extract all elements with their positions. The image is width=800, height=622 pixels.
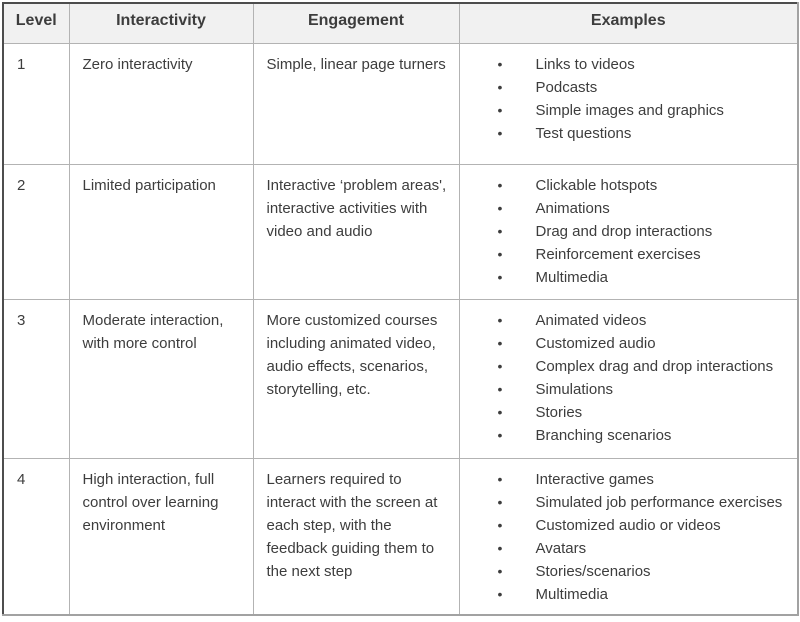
- level-cell: 1: [2, 42, 70, 165]
- table-row: 3 Moderate interaction, with more contro…: [2, 298, 799, 459]
- example-text: Complex drag and drop interactions: [535, 357, 774, 375]
- engagement-cell: More customized courses including animat…: [252, 298, 460, 459]
- engagement-cell: Simple, linear page turners: [252, 42, 460, 165]
- engagement-cell: Interactive ‘problem areas', interactive…: [252, 163, 460, 300]
- header-examples: Examples: [458, 2, 799, 44]
- example-text: Multimedia: [535, 585, 609, 603]
- header-row: Level Interactivity Engagement Examples: [2, 2, 799, 44]
- example-item: • Avatars: [498, 537, 790, 560]
- example-text: Customized audio: [535, 334, 656, 352]
- example-item: • Simple images and graphics: [498, 99, 790, 122]
- bullet-icon: •: [497, 357, 503, 374]
- example-text: Animations: [535, 199, 610, 217]
- bullet-icon: •: [497, 199, 503, 216]
- examples-cell: • Clickable hotspots • Animations • Drag an…: [458, 163, 799, 300]
- example-item: • Multimedia: [498, 583, 790, 606]
- example-text: Drag and drop interactions: [535, 222, 713, 240]
- bullet-icon: •: [497, 516, 503, 533]
- examples-list: • Interactive games • Simulated job perfor…: [472, 468, 790, 606]
- bullet-icon: •: [497, 245, 503, 262]
- level-cell: 3: [2, 298, 70, 459]
- bullet-icon: •: [497, 124, 503, 141]
- example-item: • Reinforcement exercises: [498, 243, 790, 266]
- example-item: • Simulated job performance exercises: [498, 491, 790, 514]
- examples-cell: • Links to videos • Podcasts • Simple image…: [458, 42, 799, 165]
- example-text: Customized audio or videos: [535, 516, 721, 534]
- interactivity-cell: Moderate interaction, with more control: [68, 298, 254, 459]
- engagement-cell: Learners required to interact with the s…: [252, 457, 460, 615]
- example-text: Stories: [535, 403, 583, 421]
- bullet-icon: •: [497, 403, 503, 420]
- example-item: • Customized audio: [498, 332, 790, 355]
- example-item: • Links to videos: [498, 53, 790, 76]
- example-text: Simple images and graphics: [535, 101, 724, 119]
- bullet-icon: •: [497, 493, 503, 510]
- bullet-icon: •: [497, 222, 503, 239]
- table-row: 2 Limited participation Interactive ‘pro…: [2, 163, 799, 300]
- example-item: • Drag and drop interactions: [498, 220, 790, 243]
- bullet-icon: •: [497, 380, 503, 397]
- example-text: Branching scenarios: [535, 426, 672, 444]
- bullet-icon: •: [497, 539, 503, 556]
- interactivity-cell: Zero interactivity: [68, 42, 254, 165]
- examples-list: • Animated videos • Customized audio • Comp…: [472, 309, 790, 447]
- example-item: • Simulations: [498, 378, 790, 401]
- table-row: 4 High interaction, full control over le…: [2, 457, 799, 615]
- example-item: • Customized audio or videos: [498, 514, 790, 537]
- header-interactivity: Interactivity: [68, 2, 254, 44]
- example-text: Interactive games: [535, 470, 654, 488]
- header-engagement: Engagement: [252, 2, 460, 44]
- bullet-icon: •: [497, 585, 503, 602]
- example-text: Clickable hotspots: [535, 176, 658, 194]
- header-level: Level: [2, 2, 70, 44]
- bullet-icon: •: [497, 176, 503, 193]
- examples-list: • Links to videos • Podcasts • Simple image…: [472, 53, 790, 145]
- bullet-icon: •: [497, 78, 503, 95]
- bullet-icon: •: [497, 101, 503, 118]
- bullet-icon: •: [497, 562, 503, 579]
- example-item: • Animations: [498, 197, 790, 220]
- interactivity-cell: High interaction, full control over lear…: [68, 457, 254, 615]
- example-item: • Branching scenarios: [498, 424, 790, 447]
- example-item: • Animated videos: [498, 309, 790, 332]
- bullet-icon: •: [497, 311, 503, 328]
- examples-cell: • Animated videos • Customized audio • Comp…: [458, 298, 799, 459]
- bullet-icon: •: [497, 55, 503, 72]
- table-header: Level Interactivity Engagement Examples: [2, 2, 799, 44]
- examples-list: • Clickable hotspots • Animations • Drag an…: [472, 174, 790, 289]
- examples-cell: • Interactive games • Simulated job perfor…: [458, 457, 799, 615]
- example-text: Reinforcement exercises: [535, 245, 701, 263]
- bullet-icon: •: [497, 426, 503, 443]
- interactivity-cell: Limited participation: [68, 163, 254, 300]
- example-item: • Stories/scenarios: [498, 560, 790, 583]
- example-text: Simulated job performance exercises: [535, 493, 783, 511]
- example-item: • Complex drag and drop interactions: [498, 355, 790, 378]
- example-item: • Podcasts: [498, 76, 790, 99]
- example-item: • Multimedia: [498, 266, 790, 289]
- example-text: Stories/scenarios: [535, 562, 651, 580]
- bullet-icon: •: [497, 470, 503, 487]
- example-text: Podcasts: [535, 78, 598, 96]
- bullet-icon: •: [497, 268, 503, 285]
- example-item: • Interactive games: [498, 468, 790, 491]
- bullet-icon: •: [497, 334, 503, 351]
- example-text: Animated videos: [535, 311, 647, 329]
- example-text: Simulations: [535, 380, 614, 398]
- example-text: Links to videos: [535, 55, 635, 73]
- example-item: • Test questions: [498, 122, 790, 145]
- level-cell: 4: [2, 457, 70, 615]
- table-row: 1 Zero interactivity Simple, linear page…: [2, 42, 799, 165]
- example-text: Multimedia: [535, 268, 609, 286]
- example-item: • Stories: [498, 401, 790, 424]
- level-cell: 2: [2, 163, 70, 300]
- example-text: Test questions: [535, 124, 632, 142]
- example-item: • Clickable hotspots: [498, 174, 790, 197]
- example-text: Avatars: [535, 539, 587, 557]
